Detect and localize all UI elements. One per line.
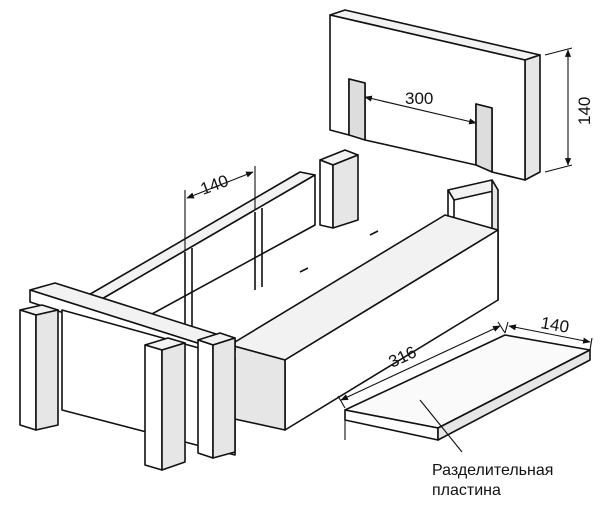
caption-leader [419, 399, 463, 453]
dim-300-label: 300 [405, 89, 433, 108]
caption-line1: Разделительная [432, 462, 553, 479]
left-post-front-a [144, 337, 186, 471]
center-upright [319, 149, 359, 229]
left-post-back [19, 304, 59, 431]
dim-140-height [544, 47, 573, 173]
back-wall [79, 171, 316, 346]
dim-140-spacing [184, 166, 256, 250]
dim-140-plate [504, 321, 593, 351]
caption-line2: пластина [432, 482, 501, 499]
end-panel [329, 9, 541, 181]
dim-140-height-label: 140 [575, 97, 594, 125]
dim-316 [337, 321, 506, 440]
dim-140-spacing-label: 140 [198, 171, 231, 199]
dim-140-plate-label: 140 [539, 313, 570, 337]
dim-300 [364, 95, 477, 125]
left-post-front-b [197, 332, 236, 459]
